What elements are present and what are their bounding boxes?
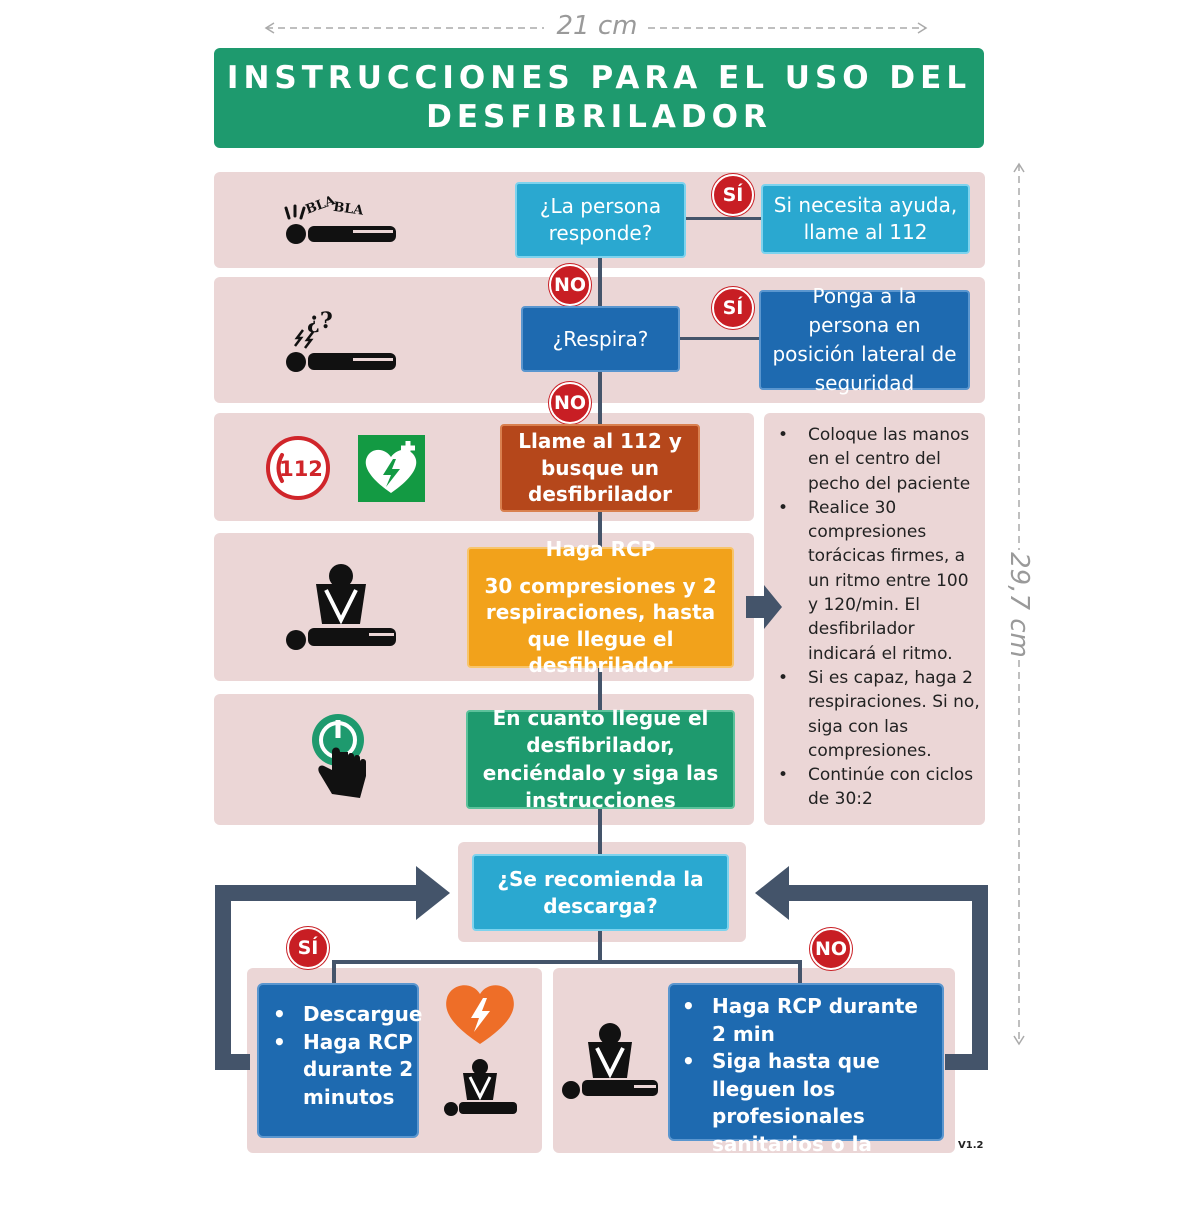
action-posicion-lateral: Ponga a la persona en posición lateral d… [759,284,970,395]
talking-person-icon: BLA BLA [283,182,401,252]
connector-main-5 [598,808,602,854]
connector-main-4 [598,668,602,710]
version-label: V1.2 [958,1140,984,1151]
power-button-icon [310,712,374,804]
action-llame-112: Si necesita ayuda, llame al 112 [761,184,970,254]
yes-badge-respira: SÍ [712,287,754,329]
emergency-112-icon: 112 [265,435,331,501]
connector-main-6 [598,930,602,962]
llame-line-2: busque un [540,455,660,480]
title-banner: INSTRUCCIONES PARA EL USO DEL DESFIBRILA… [214,48,984,148]
shock-heart-icon [443,980,517,1048]
no-branch-item-2: Siga hasta que lleguen los profesionales… [682,1048,936,1213]
side-instructions: Coloque las manos en el centro del pecho… [770,423,980,812]
title-line-2: DESFIBRILADOR [426,99,772,135]
connector-split [332,960,802,964]
llame-line-3: desfibrilador [528,482,672,507]
no-branch-box: Haga RCP durante 2 min Siga hasta que ll… [668,983,944,1211]
no-badge-responde: NO [549,264,591,306]
svg-text:¿?: ¿? [307,308,333,334]
arrow-right-icon [746,585,782,629]
height-label: 29,7 cm [1004,552,1034,658]
action-encender-desfibrilador: En cuanto llegue el desfibrilador, encié… [466,706,735,812]
action-llame-busque-desfibrilador: Llame al 112 y busque un desfibrilador [500,424,700,512]
connector-yes-1 [684,217,762,220]
connector-split-right [798,960,802,984]
yes-branch-box: Descargue Haga RCP durante 2 minutos [257,983,423,1138]
rcp-heading: Haga RCP [545,537,656,562]
aed-heart-icon [358,435,425,502]
llame-line-1: Llame al 112 y [518,429,682,454]
yes-badge-responde: SÍ [712,174,754,216]
title-line-1: INSTRUCCIONES PARA EL USO DEL [226,60,972,96]
width-dimension: 21 cm [262,11,930,44]
no-badge-descarga: NO [810,928,852,970]
question-respira: ¿Respira? [521,306,680,372]
action-haga-rcp: Haga RCP 30 compresiones y 2 respiracion… [467,537,734,677]
side-instruction-1: Coloque las manos en el centro del pecho… [778,423,980,496]
side-instruction-2: Realice 30 compresiones torácicas firmes… [778,496,980,666]
connector-split-left [332,960,336,984]
question-descarga: ¿Se recomienda la descarga? [472,854,729,931]
no-branch-item-1: Haga RCP durante 2 min [682,993,936,1048]
cpr-icon [284,562,399,652]
width-label: 21 cm [556,11,638,41]
rcp-text: 30 compresiones y 2 respiraciones, hasta… [484,573,717,678]
svg-text:112: 112 [279,457,323,481]
connector-main-2 [598,372,602,424]
connector-main-3 [598,512,602,548]
yes-branch-item-2: Haga RCP durante 2 minutos [273,1029,422,1112]
cpr-no-branch-icon [560,1022,660,1102]
height-dimension: 29,7 cm [1004,160,1034,1050]
no-badge-respira: NO [549,382,591,424]
svg-text:BLA: BLA [332,200,365,219]
connector-yes-2 [680,337,760,340]
breathing-person-icon: ¿? [283,298,401,378]
yes-badge-descarga: SÍ [287,927,329,969]
side-instruction-3: Si es capaz, haga 2 respiraciones. Si no… [778,666,980,763]
question-responde: ¿La persona responde? [515,182,686,258]
yes-branch-item-1: Descargue [273,1001,423,1029]
cpr-small-icon [442,1058,520,1118]
connector-main-1 [598,258,602,308]
side-instruction-4: Continúe con ciclos de 30:2 [778,763,980,812]
